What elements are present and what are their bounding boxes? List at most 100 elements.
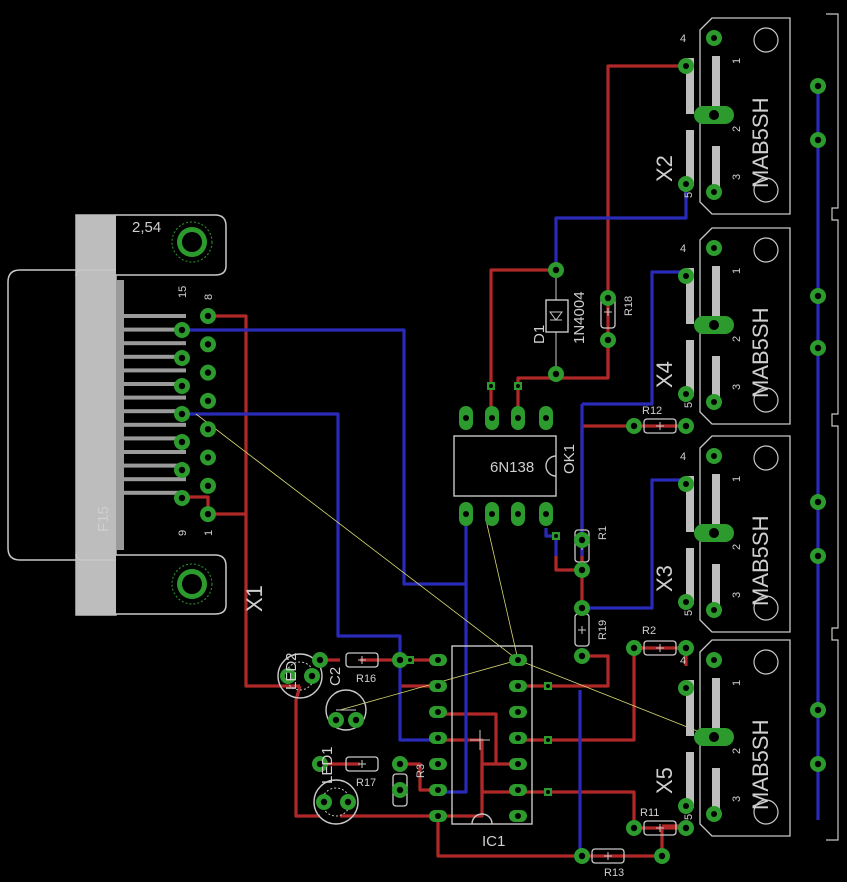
connector-finger [124, 477, 186, 482]
r19-label: R19 [597, 620, 609, 640]
pad [654, 848, 670, 864]
pad [348, 712, 364, 728]
pad [574, 600, 590, 616]
jack-pin-label: 5 [683, 402, 695, 408]
pad [200, 364, 216, 381]
connector-finger [124, 382, 186, 386]
connector-x1-fingers [116, 280, 124, 550]
pad [511, 502, 525, 526]
ic-ic1 [451, 645, 533, 825]
d1-ref-label: D1 [531, 325, 548, 344]
pad [174, 322, 190, 338]
resistor [345, 652, 379, 668]
bottom-traces [182, 86, 820, 856]
pad-group [174, 78, 826, 864]
connector-finger [124, 327, 186, 332]
pad [174, 434, 190, 450]
jack-pin-label: 4 [680, 655, 686, 667]
conn-pin9-label: 9 [177, 530, 189, 536]
ok1-ref-label: OK1 [561, 444, 578, 474]
pad [280, 668, 296, 684]
pad [316, 794, 332, 810]
via [514, 382, 522, 390]
pad [200, 392, 216, 409]
pad [509, 706, 527, 718]
pad [312, 652, 328, 668]
pad [429, 732, 447, 744]
pad [392, 756, 408, 772]
pad [600, 332, 616, 348]
pad [200, 308, 216, 324]
pad [810, 548, 826, 564]
pad [539, 406, 553, 430]
ic1-label: IC1 [482, 833, 505, 850]
via [544, 682, 552, 690]
jack-pin-label: 1 [731, 680, 743, 686]
connector-x1-mount-holes [171, 221, 213, 605]
pad [509, 654, 527, 666]
pad [509, 758, 527, 770]
conn-name-label: F15 [95, 506, 112, 532]
pad [174, 462, 190, 478]
pad [485, 406, 499, 430]
connector-x1-pin-fingers [124, 314, 186, 495]
jack-value-label: MAB5SH [748, 308, 773, 398]
connector-finger [124, 368, 186, 373]
pad [200, 336, 216, 353]
resistor [643, 418, 677, 434]
pad [200, 421, 216, 438]
via [552, 532, 560, 540]
pad [174, 490, 190, 506]
pad [810, 288, 826, 304]
jack-pin-label: 3 [731, 384, 743, 390]
conn-pin1-label: 1 [203, 530, 215, 536]
jack-group: MAB5SH41235MAB5SH41235MAB5SH41235MAB5SH4… [678, 17, 791, 837]
pad [810, 132, 826, 148]
led1-label: LED1 [319, 746, 336, 784]
led2-label: LED2 [283, 652, 300, 690]
jack-pin-label: 4 [680, 451, 686, 463]
x3-label: X3 [652, 565, 677, 592]
c2-label: C2 [327, 667, 344, 686]
pad [626, 640, 642, 656]
connector-finger [124, 354, 186, 359]
r17-label: R17 [356, 777, 376, 789]
pad [810, 756, 826, 772]
r3-label: R3 [415, 764, 427, 778]
jack-pin-label: 5 [683, 610, 695, 616]
conn-pin15-label: 15 [177, 286, 189, 298]
pad [509, 784, 527, 796]
d1-val-label: 1N4004 [571, 291, 588, 344]
jack-pin-label: 5 [683, 192, 695, 198]
pad [539, 502, 553, 526]
jack-pin-label: 2 [731, 544, 743, 550]
jack-value-label: MAB5SH [748, 98, 773, 188]
connector-finger [124, 463, 186, 468]
pad [810, 494, 826, 510]
jack-pin-label: 3 [731, 796, 743, 802]
pad [429, 706, 447, 718]
pad [574, 648, 590, 664]
pad [678, 820, 694, 836]
jack-pin-label: 1 [731, 58, 743, 64]
pad [429, 810, 447, 822]
connector-finger [124, 341, 186, 346]
resistor [643, 640, 677, 656]
pad [174, 350, 190, 366]
pad [304, 668, 320, 684]
x5-label: X5 [652, 767, 677, 794]
pad [174, 406, 190, 422]
connector-finger [124, 450, 186, 454]
jack-pin-label: 2 [731, 126, 743, 132]
pad [200, 449, 216, 466]
r16-label: R16 [356, 673, 376, 685]
jack-pin-label: 1 [731, 268, 743, 274]
pad [429, 654, 447, 666]
x2-label: X2 [652, 155, 677, 182]
jack-value-label: MAB5SH [748, 516, 773, 606]
capacitor-c2 [325, 689, 367, 731]
jack-pin-label: 3 [731, 174, 743, 180]
